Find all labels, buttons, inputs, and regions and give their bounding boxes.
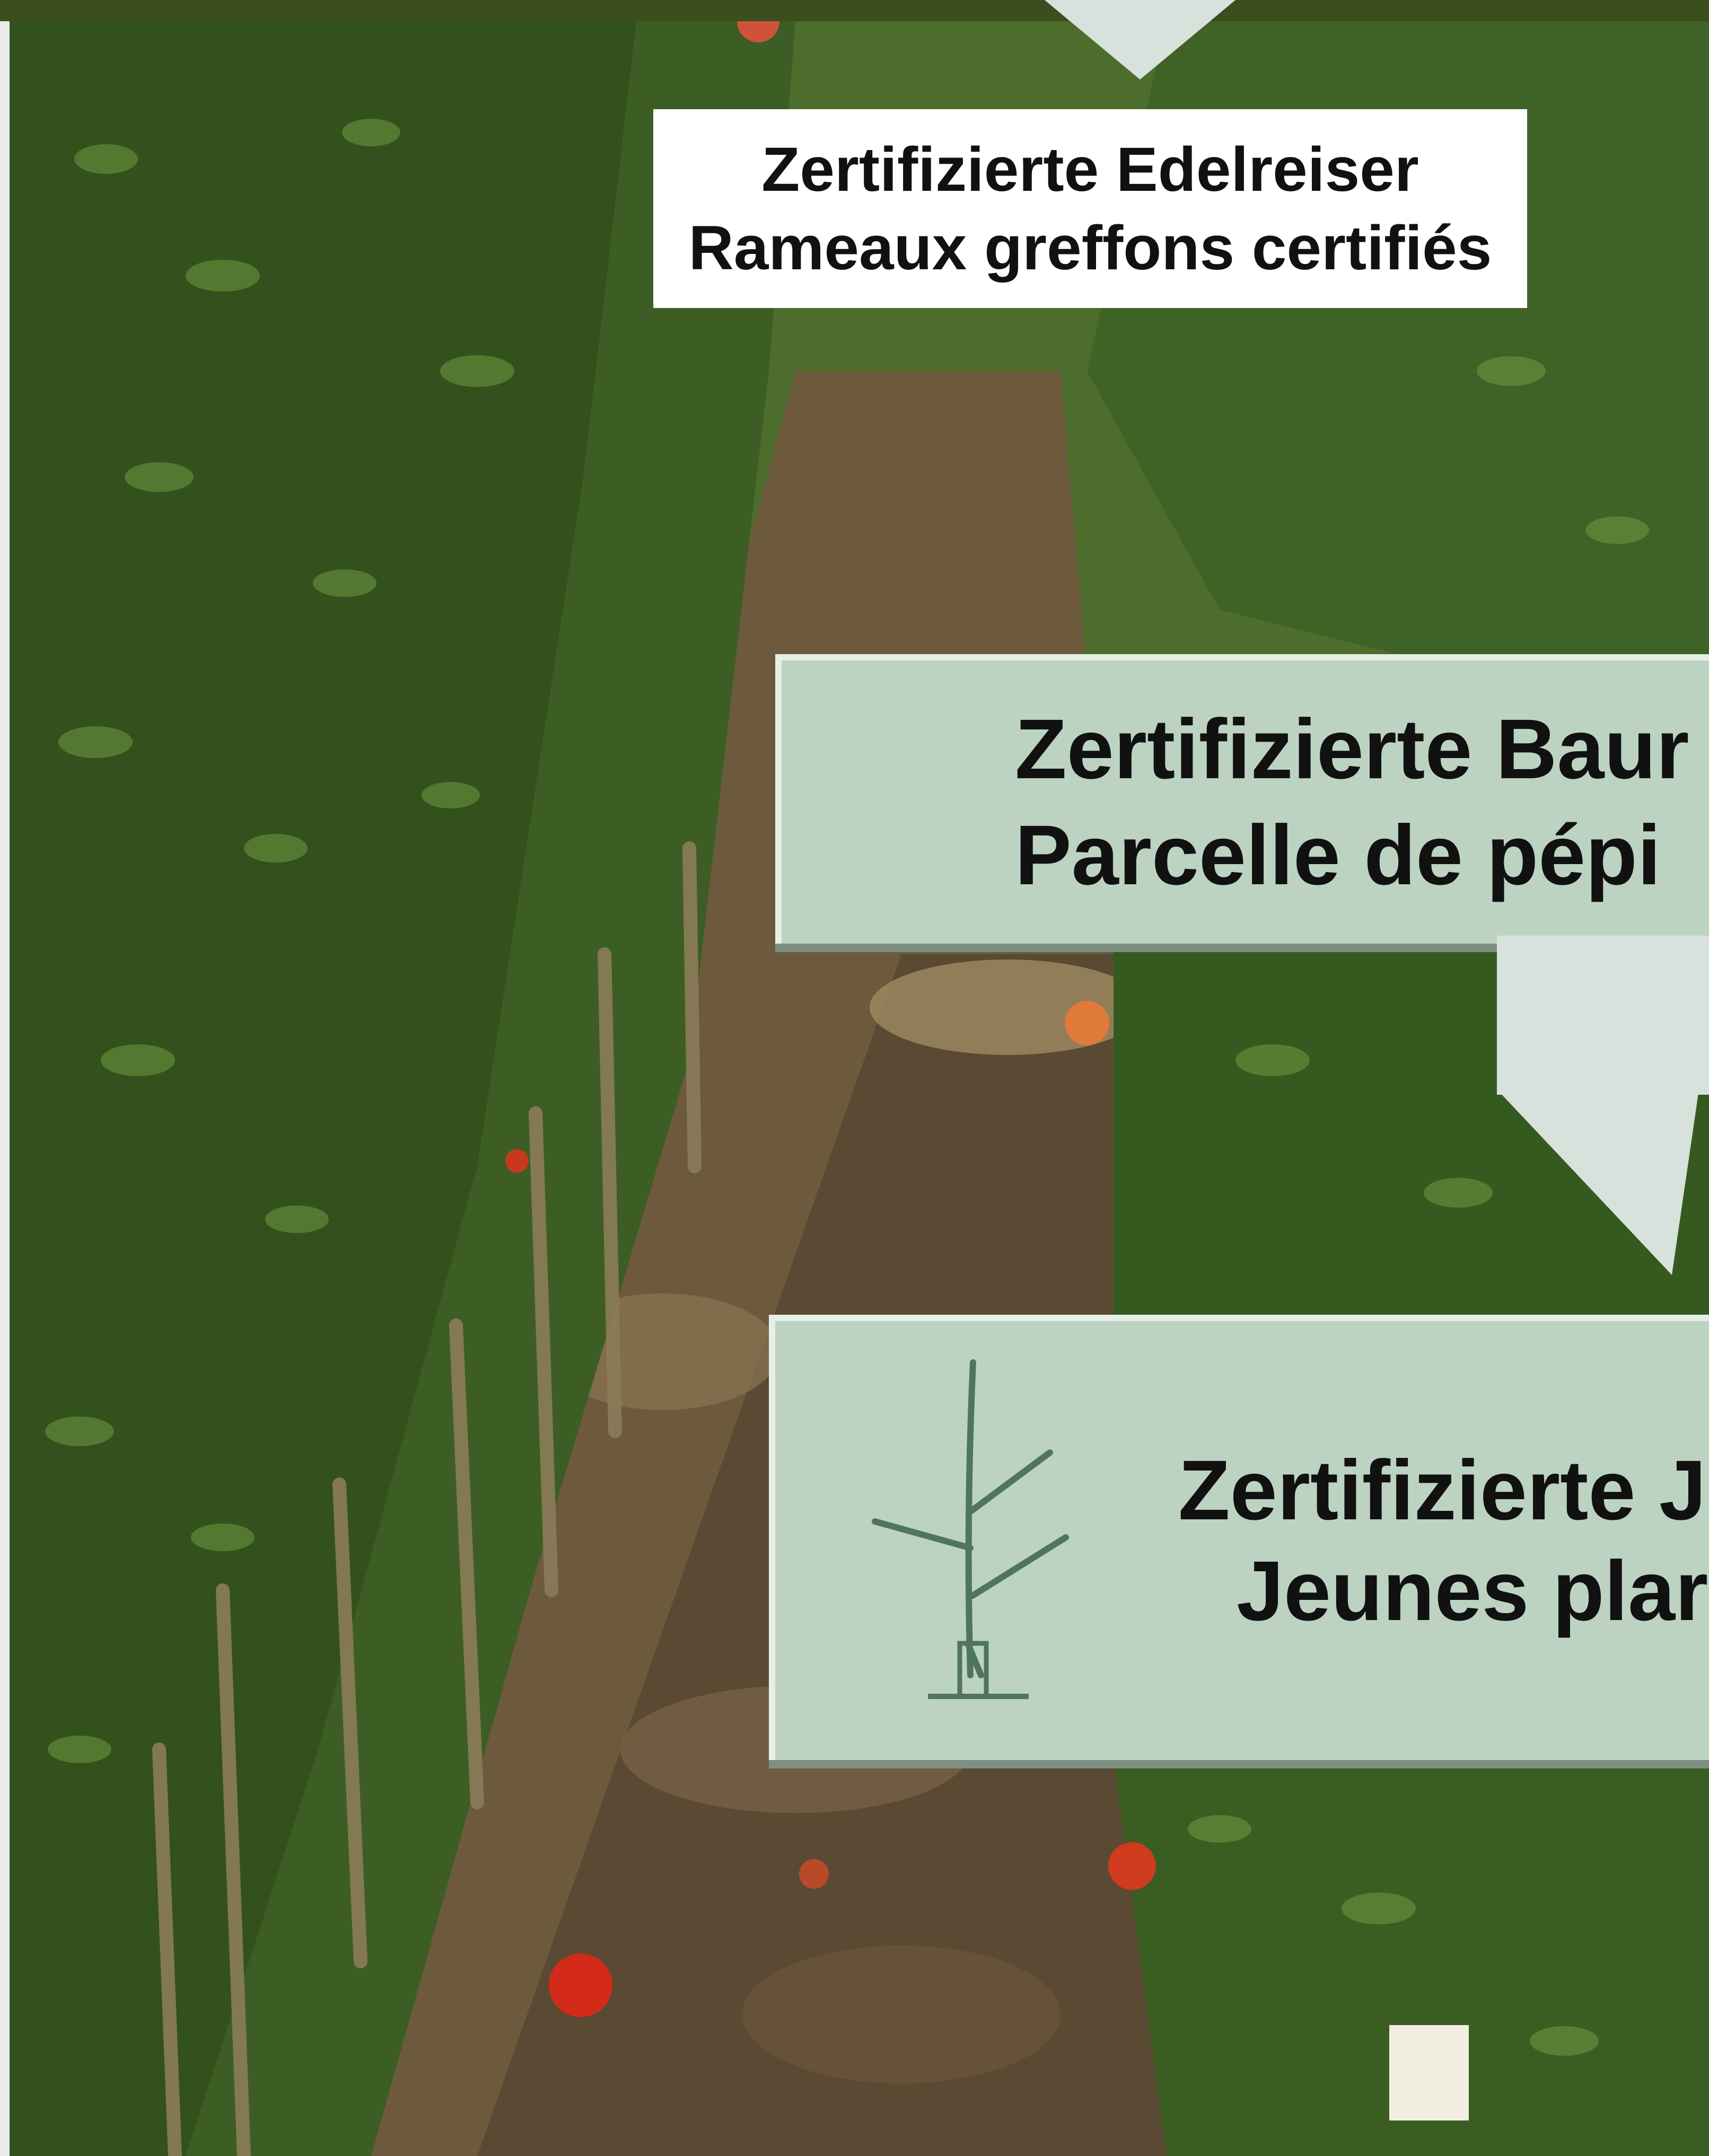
young-tree-icon	[872, 1359, 1069, 1699]
left-border	[0, 21, 10, 2156]
certified-nursery-plot-de: Zertifizierte Baur	[1015, 701, 1689, 796]
certified-scions-label: Zertifizierte Edelreiser Rameaux greffon…	[653, 109, 1527, 308]
down-arrow-icon	[1045, 0, 1235, 80]
certified-scions-de: Zertifizierte Edelreiser	[761, 134, 1419, 205]
certified-young-plants-de: Zertifizierte J	[1178, 1442, 1706, 1537]
down-arrow-icon	[1497, 936, 1709, 1275]
certified-scions-fr: Rameaux greffons certifiés	[688, 213, 1492, 283]
top-border	[0, 0, 1709, 21]
certified-nursery-plot-fr: Parcelle de pépi	[1015, 807, 1661, 902]
certified-nursery-plot-box: Zertifizierte Baur Parcelle de pépi	[775, 654, 1709, 944]
certified-young-plants-fr: Jeunes plar	[1237, 1543, 1708, 1638]
